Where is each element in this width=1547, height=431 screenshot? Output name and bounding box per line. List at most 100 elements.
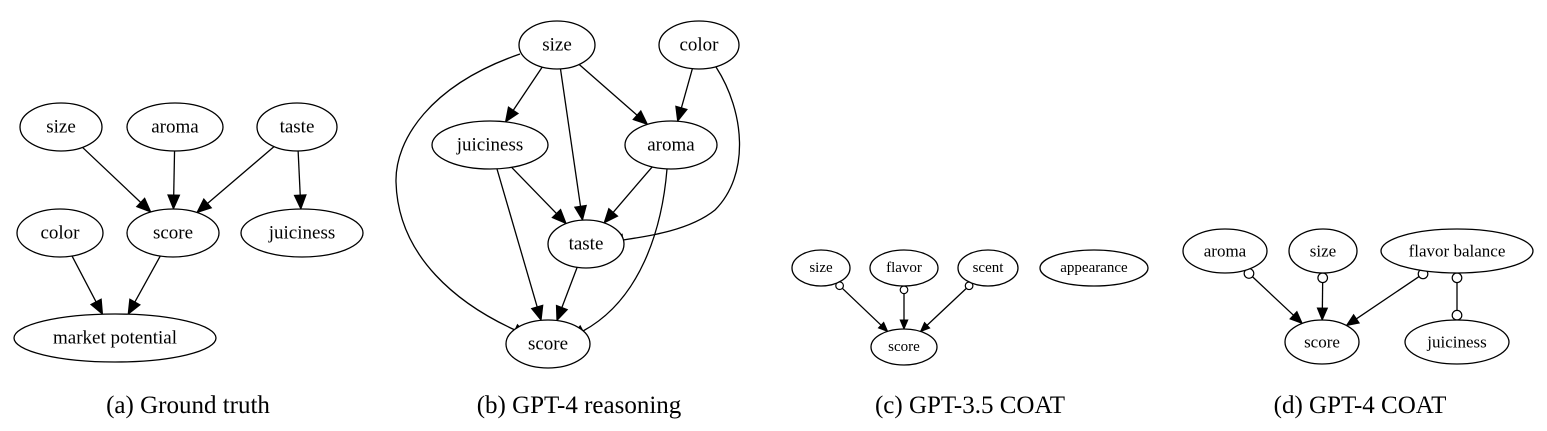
- node-d-juiciness: juiciness: [1404, 319, 1510, 365]
- node-label: score: [528, 334, 568, 355]
- edge-path: [395, 53, 521, 331]
- node-label: juiciness: [1426, 333, 1487, 352]
- edge-d-flavor_balance-to-juiciness: [1451, 272, 1463, 321]
- circle-endpoint: [899, 285, 909, 295]
- node-ellipse: [1182, 228, 1268, 274]
- node-c-size: size: [791, 249, 851, 287]
- circle-endpoint: [1451, 272, 1463, 284]
- edge-b-color-to-aroma: [675, 68, 693, 123]
- arrowhead: [195, 198, 213, 214]
- arrowhead: [573, 204, 587, 222]
- arrowhead: [555, 304, 569, 322]
- node-label: flavor balance: [1409, 242, 1506, 261]
- node-b-color: color: [658, 20, 740, 70]
- edge-line: [612, 166, 653, 213]
- node-ellipse: [126, 102, 224, 152]
- node-ellipse: [870, 328, 938, 366]
- node-label: score: [153, 223, 193, 244]
- node-d-size: size: [1288, 228, 1358, 274]
- edge-c-size-to-score: [835, 281, 889, 333]
- edge-d-aroma-to-score: [1243, 268, 1304, 325]
- node-label: market potential: [53, 328, 177, 349]
- edge-c-scent-to-score: [919, 281, 974, 333]
- node-label: size: [542, 35, 572, 56]
- node-label: taste: [280, 117, 315, 138]
- node-d-score: score: [1284, 319, 1360, 365]
- edge-line: [511, 166, 557, 214]
- node-b-juiciness: juiciness: [431, 120, 549, 170]
- node-ellipse: [1039, 249, 1149, 287]
- arrowhead: [1316, 307, 1329, 322]
- node-b-aroma: aroma: [624, 120, 718, 170]
- edge-a-score-to-market: [127, 255, 161, 316]
- node-label: color: [40, 223, 80, 244]
- node-ellipse: [1404, 319, 1510, 365]
- edge-line: [680, 68, 693, 108]
- edge-line: [561, 267, 578, 308]
- node-ellipse: [658, 20, 740, 70]
- arrowhead: [632, 109, 649, 126]
- arrowhead: [603, 207, 619, 224]
- node-ellipse: [19, 102, 103, 152]
- edge-a-size-to-score: [82, 146, 152, 213]
- node-ellipse: [957, 249, 1019, 287]
- node-label: taste: [569, 234, 604, 255]
- arrowhead: [899, 319, 909, 331]
- node-label: scent: [973, 260, 1005, 276]
- edge-a-taste-to-juiciness: [293, 150, 307, 211]
- edge-a-color-to-market: [71, 255, 104, 316]
- arrowhead: [293, 194, 307, 211]
- edge-line: [578, 63, 638, 116]
- node-c-scent: scent: [957, 249, 1019, 287]
- node-b-score: score: [505, 319, 591, 369]
- node-c-flavor: flavor: [869, 249, 939, 287]
- node-ellipse: [624, 120, 718, 170]
- node-ellipse: [256, 102, 338, 152]
- edge-b-juiciness-to-score: [496, 168, 544, 322]
- edge-c-flavor-to-score: [899, 285, 909, 331]
- node-label: size: [46, 117, 76, 138]
- edge-line: [297, 150, 301, 196]
- circle-endpoint: [1451, 309, 1463, 321]
- node-label: juiciness: [456, 135, 524, 156]
- arrowhead: [877, 321, 889, 333]
- node-ellipse: [431, 120, 549, 170]
- edge-line: [841, 287, 882, 326]
- edge-line: [559, 68, 582, 207]
- arrowhead: [127, 298, 141, 316]
- edge-path: [582, 168, 668, 332]
- arrowhead: [551, 208, 568, 225]
- edge-d-flavor_balance-to-score: [1345, 268, 1429, 327]
- arrowhead: [919, 321, 931, 333]
- node-ellipse: [13, 313, 217, 363]
- node-c-appearance: appearance: [1039, 249, 1149, 287]
- edge-b-aroma-to-taste: [603, 166, 653, 224]
- node-label: score: [888, 339, 920, 355]
- node-a-size: size: [19, 102, 103, 152]
- edge-a-aroma-to-score: [167, 150, 181, 211]
- node-ellipse: [518, 20, 596, 70]
- edge-line: [82, 146, 142, 203]
- edge-line: [1252, 276, 1294, 316]
- node-d-aroma: aroma: [1182, 228, 1268, 274]
- node-label: size: [1310, 242, 1336, 261]
- caption-a: (a) Ground truth: [106, 392, 270, 419]
- edge-b-size-to-aroma: [578, 63, 649, 126]
- edge-b-size-to-juiciness: [504, 66, 543, 123]
- edge-a-taste-to-score: [195, 146, 275, 214]
- node-c-score: score: [870, 328, 938, 366]
- edge-line: [207, 146, 275, 204]
- node-ellipse: [791, 249, 851, 287]
- node-ellipse: [505, 319, 591, 369]
- edge-line: [134, 255, 161, 303]
- edge-line: [1356, 276, 1420, 320]
- node-a-score: score: [126, 208, 220, 258]
- node-ellipse: [16, 208, 104, 258]
- node-a-market: market potential: [13, 313, 217, 363]
- node-ellipse: [869, 249, 939, 287]
- edges-layer: [71, 53, 1463, 339]
- arrowhead: [89, 298, 104, 316]
- edge-d-size-to-score: [1316, 272, 1329, 322]
- edge-line: [173, 150, 176, 196]
- edge-line: [926, 287, 967, 326]
